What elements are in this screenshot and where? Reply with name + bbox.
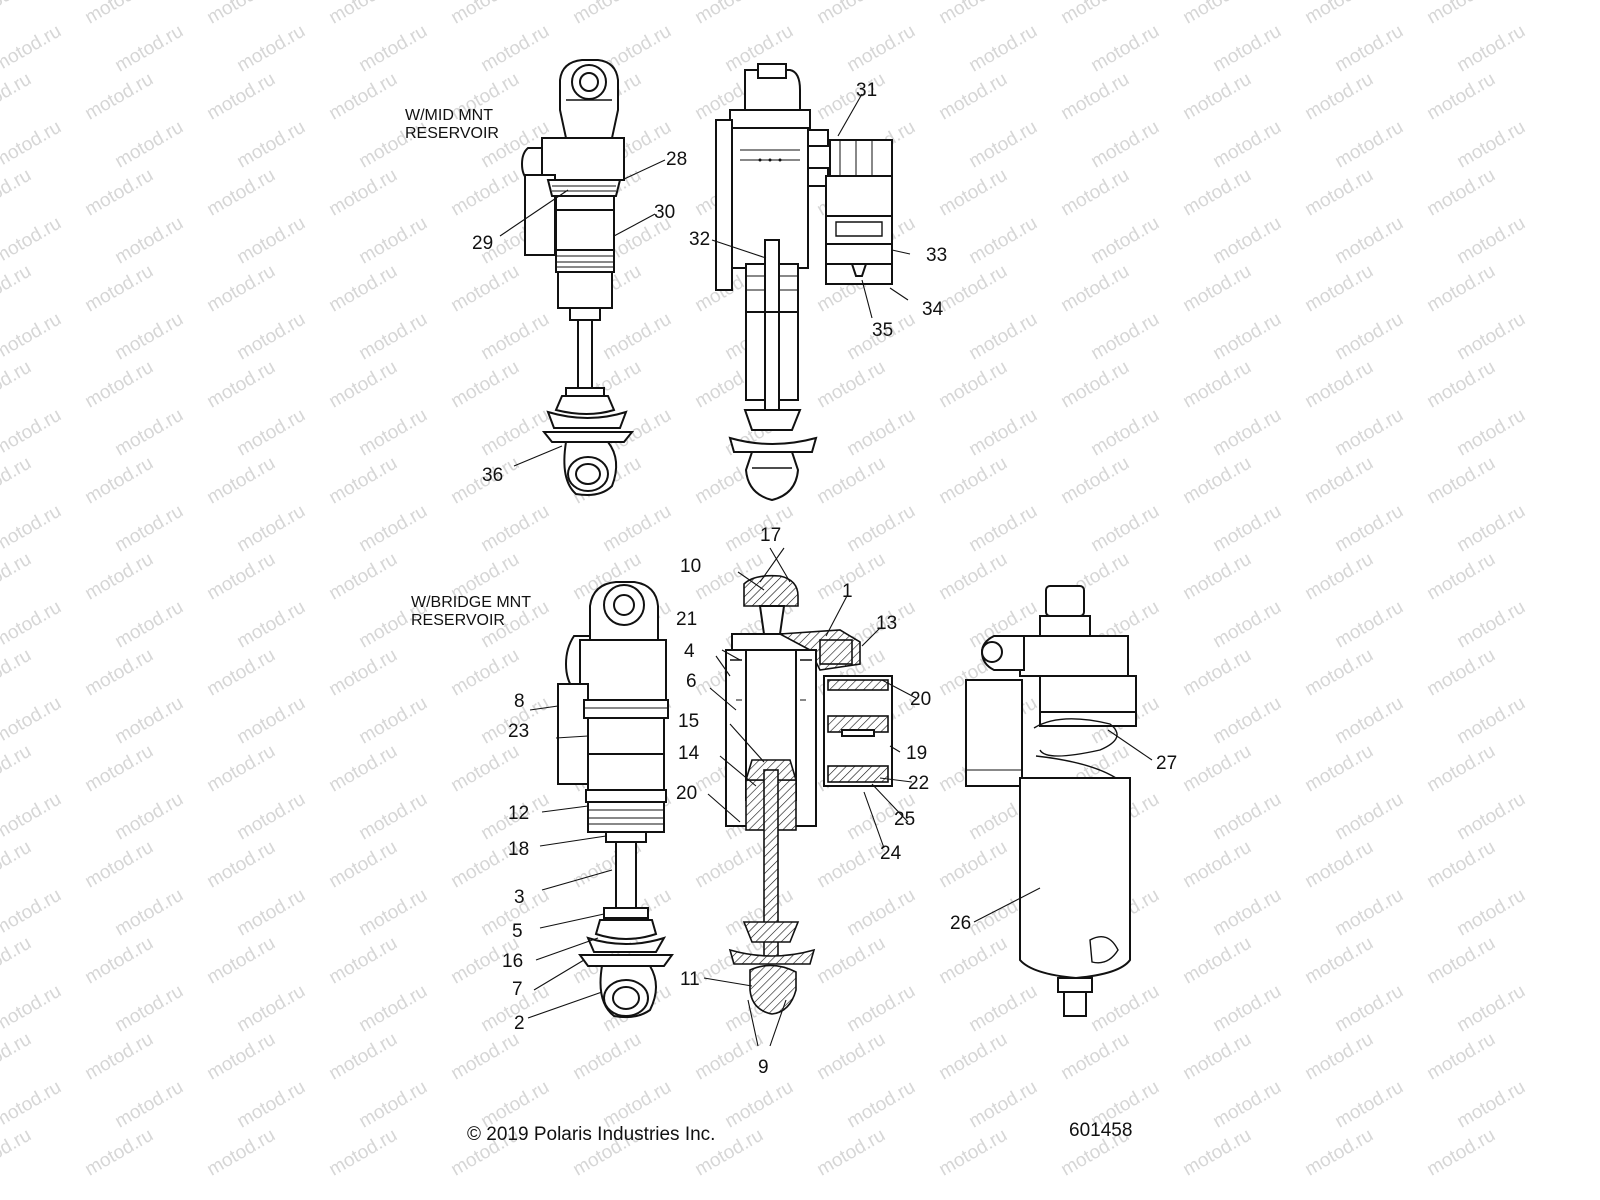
callout-24: 24 [880,843,902,864]
bridge-mount-shock-assembled [965,585,1137,1017]
callout-11: 11 [680,969,700,990]
leader-lines [499,93,1153,1047]
mid-mount-shock-cutaway [715,63,893,502]
callout-30: 30 [654,202,676,223]
callout-36: 36 [482,465,504,486]
bridge-mount-heading: W/BRIDGE MNT RESERVOIR [411,594,531,630]
callout-10: 10 [680,556,702,577]
callout-16: 16 [502,951,524,972]
callout-14: 14 [678,743,700,764]
mid-mount-heading: W/MID MNT RESERVOIR [405,107,499,143]
callout-6: 6 [686,671,697,692]
callout-26: 26 [950,913,972,934]
callout-33: 33 [926,245,948,266]
callout-19: 19 [906,743,928,764]
diagram-number: 601458 [1069,1120,1133,1141]
mid-mount-heading-line2: RESERVOIR [405,125,499,142]
mid-mount-heading-line1: W/MID MNT [405,107,493,124]
callout-20a: 20 [676,783,698,804]
callout-32: 32 [689,229,711,250]
bridge-mount-shock-cutaway [725,574,893,1015]
callout-1: 1 [842,581,853,602]
callout-17: 17 [760,525,782,546]
bridge-mount-shock-exterior [557,581,674,1019]
callout-22: 22 [908,773,930,794]
callout-28: 28 [666,149,688,170]
callout-34: 34 [922,299,944,320]
copyright-text: © 2019 Polaris Industries Inc. [467,1124,716,1145]
callout-9: 9 [758,1057,769,1078]
callout-18: 18 [508,839,530,860]
callout-8: 8 [514,691,525,712]
callout-27: 27 [1156,753,1178,774]
callout-2: 2 [514,1013,525,1034]
callout-23: 23 [508,721,530,742]
callout-15: 15 [678,711,700,732]
callout-12: 12 [508,803,530,824]
callout-20b: 20 [910,689,932,710]
callout-5: 5 [512,921,523,942]
callout-25: 25 [894,809,916,830]
callout-35: 35 [872,320,894,341]
bridge-mount-heading-line1: W/BRIDGE MNT [411,594,531,611]
callout-29: 29 [472,233,494,254]
callout-13: 13 [876,613,898,634]
callout-31: 31 [856,80,878,101]
bridge-mount-heading-line2: RESERVOIR [411,612,505,629]
mid-mount-shock-exterior [520,59,635,496]
callout-7: 7 [512,979,523,1000]
callout-21: 21 [676,609,698,630]
callout-3: 3 [514,887,525,908]
callout-4: 4 [684,641,695,662]
